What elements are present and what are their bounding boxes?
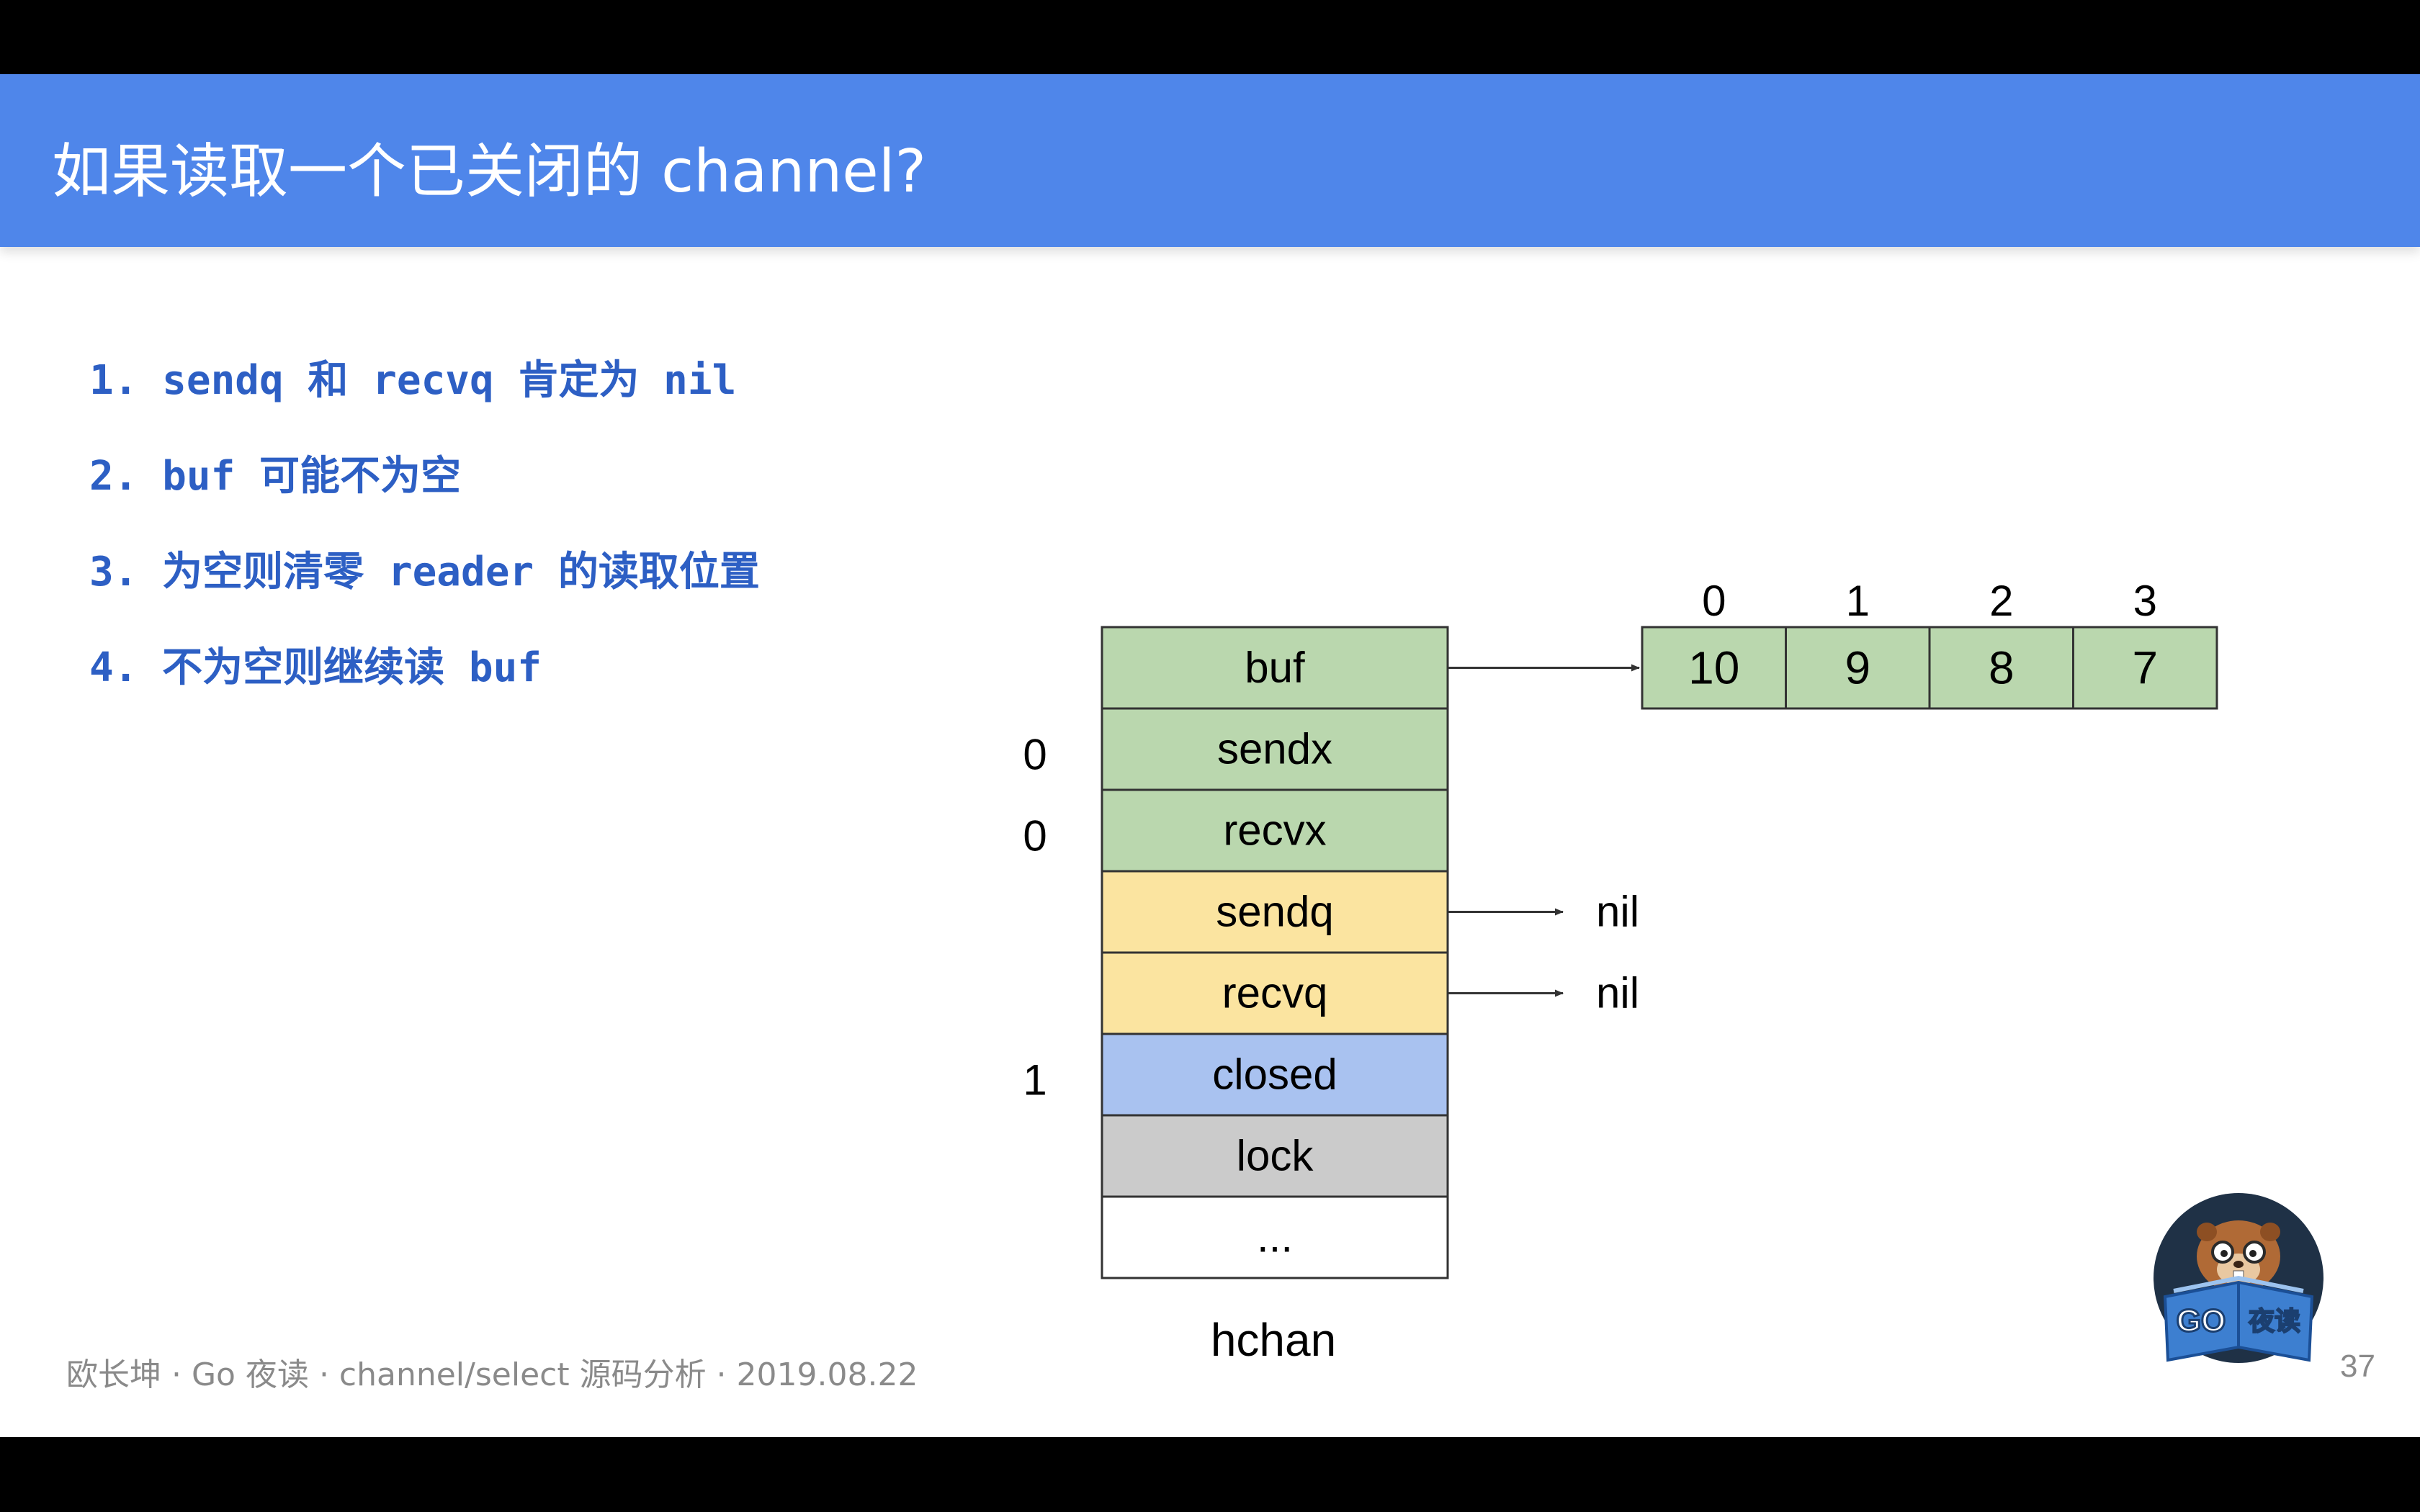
pointer-arrows: nil nil — [1448, 664, 1640, 1017]
hchan-struct: buf sendx 0 recvx 0 sendq recvq closed 1 lock... — [1023, 626, 1449, 1279]
hchan-diagram: bufsendx0recvx0sendqrecvqclosed1lock... … — [1023, 577, 2218, 1366]
buffer-value: 9 — [1845, 642, 1870, 694]
field-box-lock — [1101, 1114, 1449, 1198]
bullet-item: 1. sendq 和 recvq 肯定为 nil — [89, 357, 737, 404]
buffer-value: 10 — [1688, 642, 1739, 694]
footer-text: 欧长坤 · Go 夜读 · channel/select 源码分析 · 2019… — [66, 1356, 918, 1393]
buffer-index: 0 — [1702, 577, 1726, 625]
field-label: sendq — [1216, 888, 1333, 936]
buffer-value: 7 — [2132, 642, 2158, 694]
field-label: closed — [1212, 1050, 1337, 1099]
field-value: 0 — [1023, 731, 1047, 779]
field-box-closed — [1101, 1032, 1449, 1117]
bullet-item: 2. buf 可能不为空 — [89, 453, 462, 500]
buffer-index: 2 — [1989, 577, 2013, 625]
field-label: recvq — [1222, 969, 1328, 1017]
field-label: lock — [1237, 1132, 1314, 1180]
field-label: recvx — [1223, 806, 1326, 855]
field-box-buf — [1101, 626, 1449, 710]
struct-name-label: hchan — [1211, 1314, 1336, 1366]
title-bar: 如果读取一个已关闭的 channel? — [0, 74, 2420, 247]
field-box-recvx — [1101, 788, 1449, 873]
logo-yedu-text: 夜读 — [2248, 1307, 2300, 1336]
buffer-index: 1 — [1846, 577, 1870, 625]
bullet-item: 4. 不为空则继续读 buf — [89, 644, 542, 691]
nil-label: nil — [1596, 888, 1639, 936]
field-value: 0 — [1023, 812, 1047, 860]
page-number: 37 — [2340, 1349, 2375, 1384]
buffer-cell — [2072, 626, 2218, 710]
bullet-item: 3. 为空则清零 reader 的读取位置 — [89, 549, 760, 595]
nil-label: nil — [1596, 969, 1639, 1017]
buffer-cell — [1785, 626, 1931, 710]
field-label: ... — [1257, 1213, 1293, 1261]
slide: 如果读取一个已关闭的 channel? 1. sendq 和 recvq 肯定为… — [0, 74, 2420, 1437]
field-box-sendx — [1101, 707, 1449, 791]
field-label: buf — [1245, 644, 1305, 692]
logo-go-text: GO — [2177, 1303, 2226, 1338]
field-label: sendx — [1217, 725, 1332, 773]
slide-title: 如果读取一个已关闭的 channel? — [52, 138, 927, 206]
field-box-sendq — [1101, 870, 1449, 954]
field-box-more — [1101, 1195, 1449, 1279]
field-value: 1 — [1023, 1056, 1047, 1104]
buffer-value: 8 — [1989, 642, 2015, 694]
go-yedu-logo: GO 夜读 — [2152, 1190, 2325, 1377]
buffer-index: 3 — [2133, 577, 2157, 625]
